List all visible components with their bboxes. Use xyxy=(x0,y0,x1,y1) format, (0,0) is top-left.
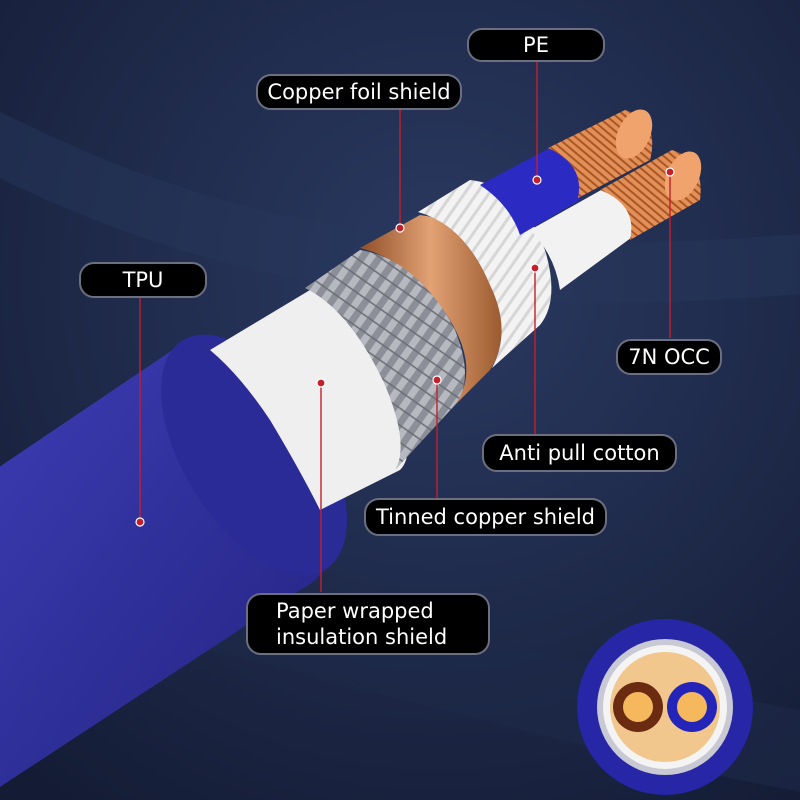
label-anti-pull-cotton: Anti pull cotton xyxy=(482,434,677,472)
label-paper-wrapped-line1: Paper wrapped xyxy=(276,599,434,623)
label-paper-wrapped-insulation-shield: Paper wrapped insulation shield xyxy=(246,593,490,655)
label-7n-occ: 7N OCC xyxy=(616,339,722,375)
label-pe: PE xyxy=(467,28,605,62)
leader-lines xyxy=(139,60,671,592)
blue-core xyxy=(480,145,583,235)
leader-dots xyxy=(135,167,675,527)
tinned-braid-layer xyxy=(305,250,465,470)
label-paper-wrapped-line2: insulation shield xyxy=(276,625,448,649)
cross-section-icon xyxy=(577,619,753,795)
label-tpu: TPU xyxy=(79,262,207,298)
label-copper-foil-shield: Copper foil shield xyxy=(256,74,462,110)
label-tinned-copper-shield: Tinned copper shield xyxy=(364,498,607,536)
paper-wrap-layer xyxy=(210,290,408,510)
white-core xyxy=(530,185,636,290)
copper-foil-layer xyxy=(360,215,502,405)
